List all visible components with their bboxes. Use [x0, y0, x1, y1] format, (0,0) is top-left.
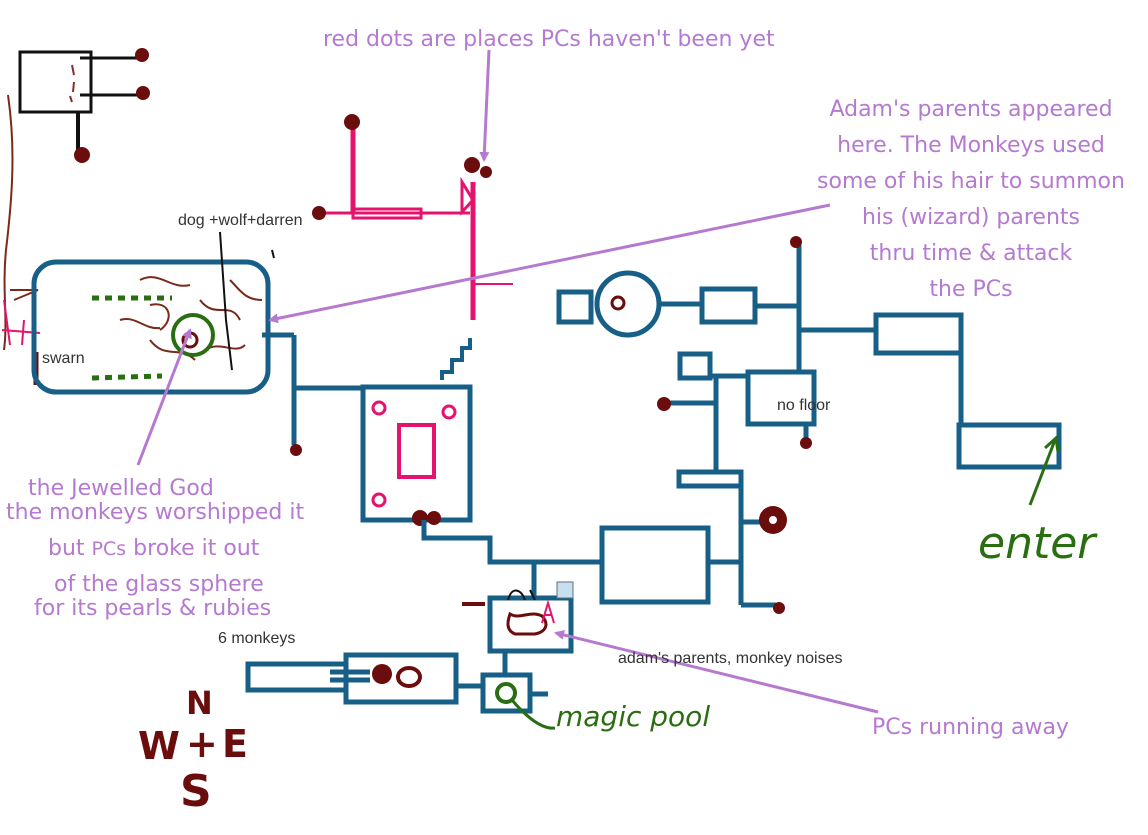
adams-parents-line: some of his hair to summon: [817, 169, 1125, 194]
jewelled-god-sphere: of the glass sphere: [54, 572, 264, 597]
jewelled-god-title: the Jewelled God: [28, 476, 214, 501]
red-dots-note: red dots are places PCs haven't been yet: [323, 27, 775, 52]
jewelled-god-broke: broke it out: [133, 536, 260, 561]
adams-parents-line: thru time & attack: [869, 241, 1073, 266]
adams-parents-line: Adam's parents appeared: [829, 97, 1113, 122]
compass-west: W: [138, 724, 180, 768]
pcs-running-note: PCs running away: [872, 715, 1069, 740]
six-monkeys-label: 6 monkeys: [218, 630, 296, 647]
compass-south: S: [180, 766, 212, 817]
adams-parents-line: the PCs: [929, 277, 1013, 302]
swarn-label: swarn: [42, 350, 85, 367]
compass-north: N: [186, 684, 213, 722]
compass-east: E: [222, 722, 248, 766]
adams-parents-note: Adam's parents appeared here. The Monkey…: [796, 92, 1146, 308]
annotation-arrows: [136, 49, 879, 714]
central-room: [360, 338, 602, 565]
south-rooms: [245, 562, 574, 714]
adams-noises-label: adam's parents, monkey noises: [618, 650, 843, 667]
temple-room: [31, 231, 362, 456]
south-details: [372, 434, 1060, 730]
jewelled-god-worship: the monkeys worshipped it: [6, 500, 305, 525]
left-scribble: [3, 94, 39, 351]
northwest-room: [18, 48, 150, 163]
jewelled-god-but-line: but PCs broke it out: [48, 534, 259, 564]
no-floor-label: no floor: [777, 397, 831, 414]
adams-parents-line: his (wizard) parents: [861, 205, 1080, 230]
adams-parents-line: here. The Monkeys used: [837, 133, 1105, 158]
jewelled-god-pcs: PCs: [91, 538, 127, 560]
east-unexplored-dots: [610, 236, 812, 614]
compass-plus: +: [186, 722, 218, 766]
dog-wolf-label: dog +wolf+darren: [178, 212, 303, 229]
enter-label: enter: [978, 518, 1096, 569]
magic-pool-label: magic pool: [556, 700, 711, 733]
jewelled-god-pearls: for its pearls & rubies: [34, 596, 272, 621]
east-rooms: [556, 245, 1062, 608]
jewelled-god-but: but: [48, 536, 85, 561]
pink-corridors: [312, 114, 513, 320]
